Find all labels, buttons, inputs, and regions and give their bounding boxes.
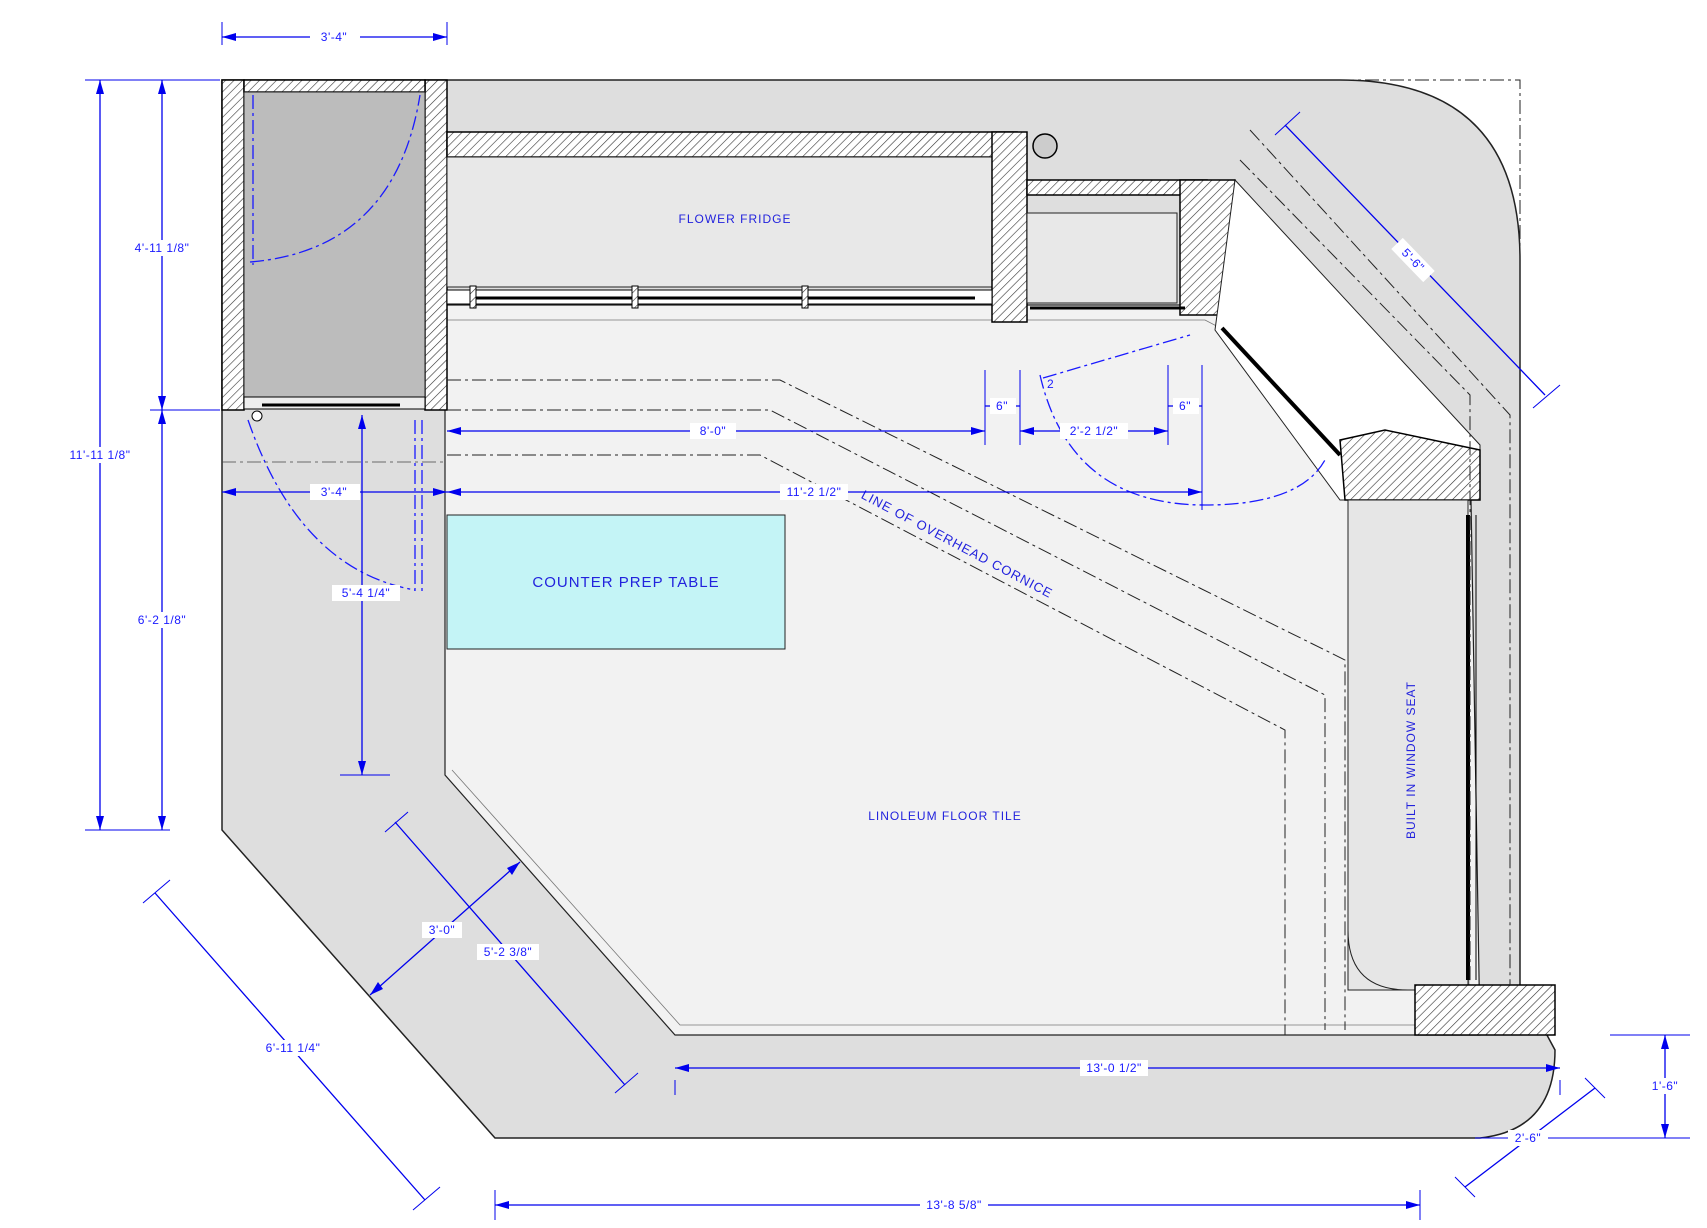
flower-fridge — [446, 156, 993, 288]
cooler-wall-right — [424, 79, 448, 411]
dim-gap-left: 6" — [985, 370, 1021, 445]
flower-fridge-label: FLOWER FRIDGE — [678, 212, 791, 226]
door-swing-number: 2 — [1047, 377, 1054, 391]
dim-full-run: 11'-2 1/2" — [447, 484, 1202, 500]
dim-door-width: 2'-2 1/2" — [1020, 365, 1169, 445]
counter-prep-table — [446, 514, 786, 650]
dim-gap-right: 6" — [1168, 365, 1203, 510]
dim-lower-height: 6'-2 1/8" — [130, 410, 194, 830]
walk-in-cooler — [243, 91, 426, 398]
small-fridge — [1026, 212, 1178, 304]
svg-text:1'-6": 1'-6" — [1652, 1079, 1678, 1093]
dim-upper-height: 4'-11 1/8" — [130, 80, 220, 411]
cooler-threshold — [243, 396, 426, 410]
corner-post — [1339, 429, 1481, 501]
overhead-cornice-line-4 — [1239, 159, 1471, 985]
overhead-cornice-line-3 — [447, 454, 1286, 1035]
svg-text:3'-0": 3'-0" — [429, 923, 455, 937]
svg-text:4'-11 1/8": 4'-11 1/8" — [135, 241, 190, 255]
window-seat-label: BUILT IN WINDOW SEAT — [1404, 681, 1418, 839]
svg-text:11'-2 1/2": 11'-2 1/2" — [787, 485, 842, 499]
svg-text:6'-11 1/4": 6'-11 1/4" — [266, 1041, 321, 1055]
overhead-cornice-line-5 — [1249, 129, 1511, 985]
dim-door-drop: 5'-4 1/4" — [332, 415, 400, 776]
dim-angled-wall: 5'-2 3/8" — [384, 811, 639, 1094]
svg-text:5'-2 3/8": 5'-2 3/8" — [484, 945, 532, 959]
overhead-cornice-line-2 — [447, 409, 1326, 1030]
dim-top-width: 3'-4" — [221, 22, 448, 45]
linoleum-label: LINOLEUM FLOOR TILE — [868, 809, 1021, 823]
svg-text:13'-8 5/8": 13'-8 5/8" — [926, 1198, 982, 1212]
dim-outer-diagonal: 6'-11 1/4" — [142, 879, 441, 1211]
dim-counter-run: 8'-0" — [447, 370, 986, 445]
cooler-wall-top — [243, 79, 426, 93]
drain-circle — [1032, 133, 1058, 159]
seat-end-wall — [1414, 984, 1556, 1036]
dim-bottom-overall: 13'-8 5/8" — [494, 1190, 1421, 1220]
cooler-wall-left — [221, 79, 245, 411]
flower-fridge-wall-top — [446, 131, 1018, 158]
svg-text:2'-6": 2'-6" — [1515, 1131, 1541, 1145]
svg-text:3'-4": 3'-4" — [321, 485, 347, 499]
fridge-partition — [991, 131, 1028, 323]
dim-aisle-width: 3'-0" — [369, 861, 521, 996]
svg-text:8'-0": 8'-0" — [700, 424, 726, 438]
dim-overall-height: 11'-11 1/8" — [68, 79, 220, 831]
dim-bottom-inner: 13'-0 1/2" — [674, 1060, 1561, 1095]
svg-text:13'-0 1/2": 13'-0 1/2" — [1086, 1061, 1142, 1075]
window-seat — [1347, 499, 1469, 991]
svg-text:6'-2 1/8": 6'-2 1/8" — [138, 613, 186, 627]
cooler-door-swing — [249, 94, 421, 263]
svg-text:11'-11 1/8": 11'-11 1/8" — [70, 448, 131, 462]
hinge-circle — [251, 410, 263, 422]
dim-corner-depth: 1'-6" — [1475, 1034, 1690, 1139]
entry-door-swing — [247, 419, 416, 591]
svg-text:6": 6" — [996, 399, 1008, 413]
door-swing-arc — [1039, 374, 1326, 506]
svg-text:5'-4 1/4": 5'-4 1/4" — [342, 586, 390, 600]
dim-corner-width: 2'-6" — [1454, 1077, 1606, 1198]
svg-text:3'-4": 3'-4" — [321, 30, 347, 44]
svg-text:6": 6" — [1179, 399, 1191, 413]
counter-prep-table-label: COUNTER PREP TABLE — [532, 574, 719, 591]
dim-left-width: 3'-4" — [222, 484, 447, 500]
dim-corner-diagonal: 5'-6" — [1274, 111, 1561, 409]
overhead-cornice-line-6 — [1340, 79, 1521, 260]
svg-text:2'-2 1/2": 2'-2 1/2" — [1070, 424, 1118, 438]
